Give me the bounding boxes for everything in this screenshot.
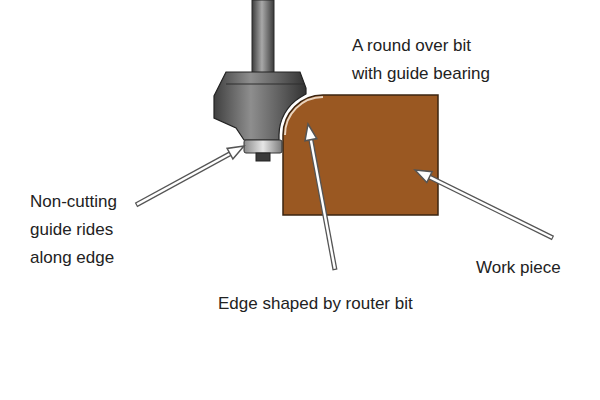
guide-bearing [244,140,282,153]
bit-shaft [252,0,274,74]
leader-arrow [305,124,335,270]
part-label: Work piece [476,254,586,282]
leader-arrow [415,170,553,238]
cutter-body [214,72,306,140]
part-label: A round over bit with guide bearing [352,32,498,88]
label-holder: A round over bit with guide bearing [352,32,498,88]
part-label: Non-cutting guide rides along edge [30,188,130,272]
work-piece [283,95,438,215]
cutter-shoulder [226,84,304,85]
label-holder: Edge shaped by router bit [218,290,478,318]
part-label: Edge shaped by router bit [218,290,478,318]
leader-arrow [136,146,244,205]
label-holder: Non-cutting guide rides along edge [30,188,130,272]
bearing-screw [256,153,270,161]
label-holder: Work piece [476,254,586,282]
